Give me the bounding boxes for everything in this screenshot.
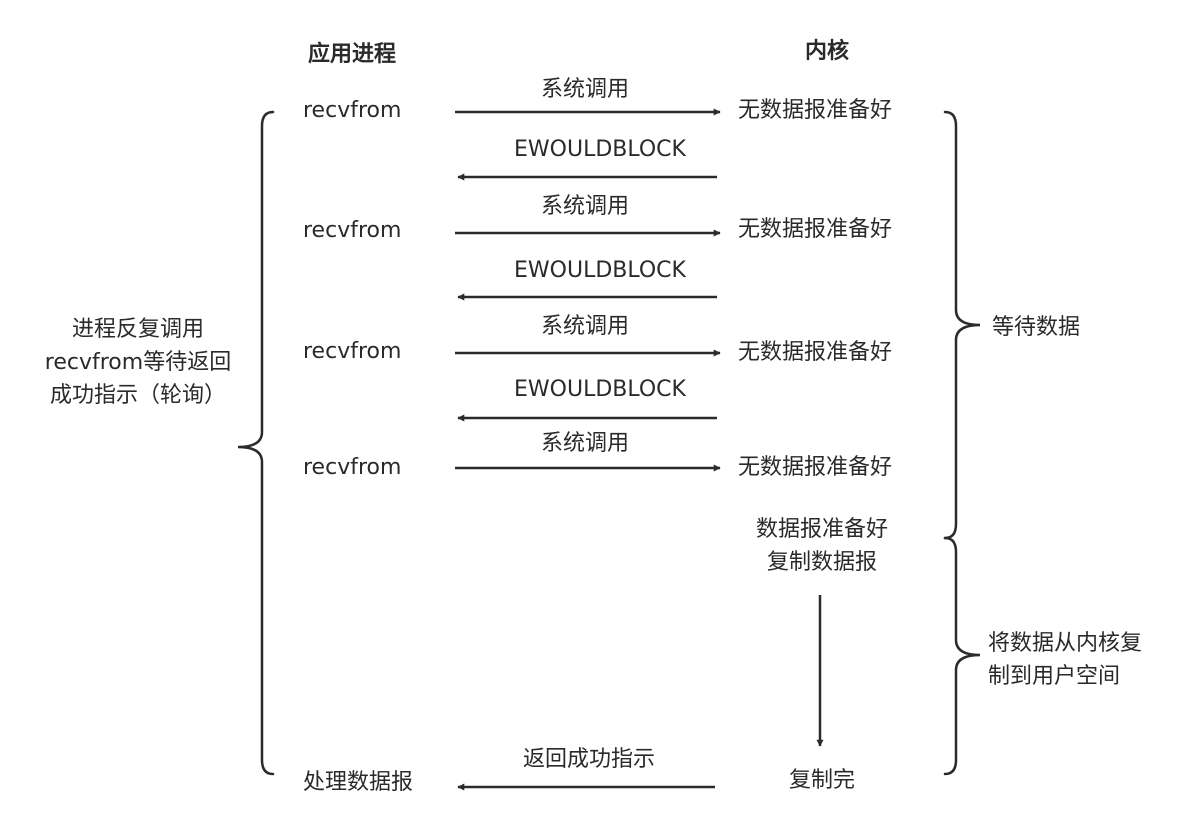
wait-data-brace (943, 110, 981, 540)
syscall-label-1: 系统调用 (540, 77, 630, 102)
kernel-state-label-2: 无数据报准备好 (738, 217, 893, 242)
syscall-label-2: 系统调用 (540, 194, 630, 219)
ewouldblock-label-1: EWOULDBLOCK (514, 137, 686, 162)
kernel-ready-copy-label: 数据报准备好 复制数据报 (755, 517, 889, 575)
recvfrom-call-label-2: recvfrom (303, 218, 402, 243)
recvfrom-call-label-3: recvfrom (303, 339, 402, 364)
kernel-state-label-3: 无数据报准备好 (738, 340, 893, 365)
copy-phase-brace (943, 536, 981, 776)
recvfrom-call-label-4: recvfrom (303, 455, 402, 480)
syscall-label-3: 系统调用 (540, 314, 630, 339)
kernel-state-label-1: 无数据报准备好 (738, 98, 893, 123)
copy-phase-label: 将数据从内核复 制到用户空间 (988, 631, 1143, 689)
left-polling-brace (237, 110, 275, 776)
recvfrom-call-label-1: recvfrom (303, 98, 402, 123)
process-column-header: 应用进程 (307, 42, 397, 67)
ewouldblock-label-2: EWOULDBLOCK (514, 258, 686, 283)
return-success-label: 返回成功指示 (522, 747, 656, 772)
ewouldblock-label-3: EWOULDBLOCK (514, 377, 686, 402)
braces-layer (237, 110, 981, 776)
copy-done-label: 复制完 (788, 768, 856, 793)
process-datagram-label: 处理数据报 (303, 770, 414, 795)
kernel-state-label-4: 无数据报准备好 (738, 455, 893, 480)
arrows-layer (455, 108, 824, 791)
polling-description-label: 进程反复调用 recvfrom等待返回 成功指示（轮询） (44, 317, 232, 408)
syscall-label-4: 系统调用 (540, 431, 630, 456)
wait-data-phase-label: 等待数据 (992, 315, 1081, 340)
kernel-column-header: 内核 (804, 39, 850, 64)
